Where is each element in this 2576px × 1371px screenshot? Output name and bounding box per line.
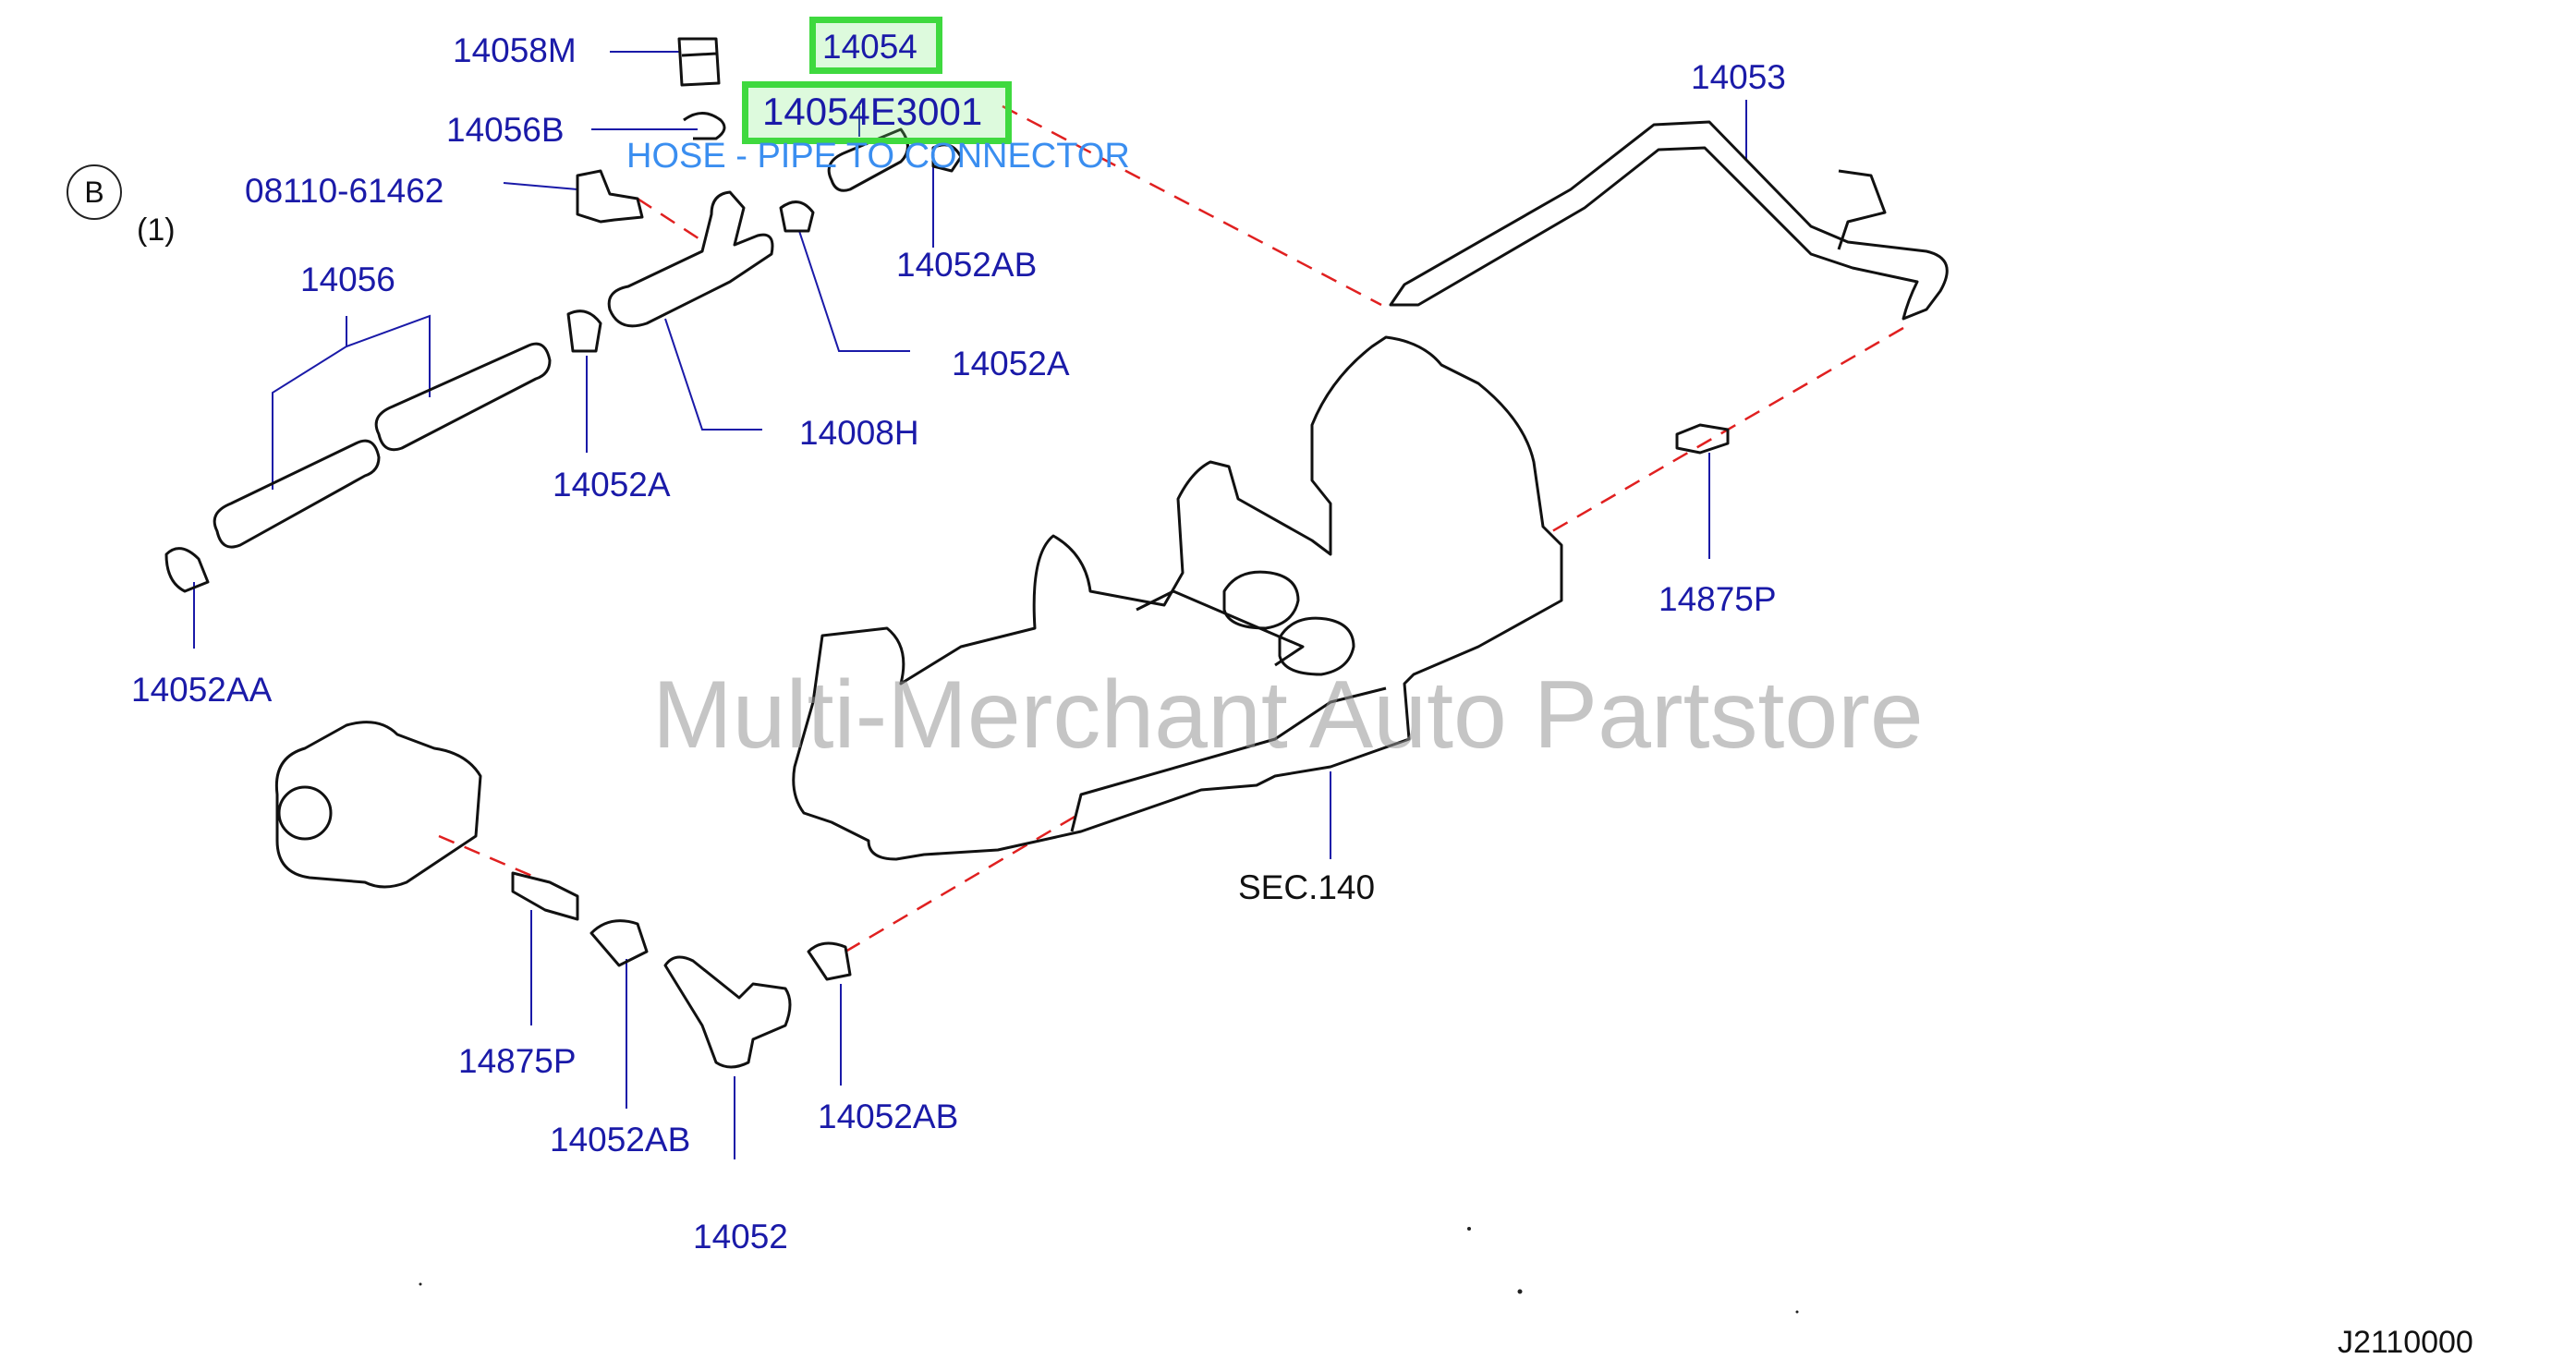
part-outlines bbox=[164, 37, 1949, 1069]
section-reference: SEC.140 bbox=[1238, 868, 1376, 906]
cap-14058M bbox=[677, 37, 721, 87]
leader-lines bbox=[193, 51, 1747, 1159]
view-note: (1) bbox=[137, 212, 176, 248]
intake-manifold bbox=[792, 335, 1563, 861]
watermark: Multi-Merchant Auto Partstore bbox=[652, 661, 1924, 769]
part-description-tooltip: HOSE - PIPE TO CONNECTOR bbox=[626, 137, 1130, 176]
specks bbox=[419, 1227, 1799, 1314]
part-label-14052AB-upper[interactable]: 14052AB bbox=[896, 246, 1038, 284]
sensor-14875P-left bbox=[511, 871, 579, 921]
bolt-08110 bbox=[576, 169, 644, 224]
part-label-14875P-right[interactable]: 14875P bbox=[1659, 580, 1777, 618]
thermostat-outlet bbox=[277, 785, 333, 841]
hose-14052 bbox=[663, 955, 792, 1069]
part-label-08110-61462[interactable]: 08110-61462 bbox=[245, 172, 444, 210]
manifold-port-1 bbox=[1222, 570, 1300, 630]
part-label-14054[interactable]: 14054 bbox=[822, 28, 917, 66]
full-part-number[interactable]: 14054E3001 bbox=[762, 90, 983, 133]
clamp-14052AB-2 bbox=[589, 919, 649, 967]
part-label-14058M[interactable]: 14058M bbox=[453, 31, 577, 69]
thermostat-housing bbox=[274, 721, 482, 889]
part-label-14052A-lower[interactable]: 14052A bbox=[553, 466, 671, 504]
sensor-14875P-right bbox=[1675, 423, 1730, 455]
part-label-14875P-left[interactable]: 14875P bbox=[458, 1042, 577, 1080]
connector-14008H bbox=[607, 190, 774, 328]
bracket-14053 bbox=[1837, 169, 1887, 250]
connection-dashes bbox=[438, 104, 1904, 953]
hose-14054 bbox=[827, 127, 909, 192]
part-label-14056B[interactable]: 14056B bbox=[446, 111, 565, 149]
clamp-14052AA bbox=[164, 547, 210, 593]
highlight-box-14054E3001[interactable] bbox=[742, 81, 1012, 144]
part-label-14008H[interactable]: 14008H bbox=[799, 414, 919, 452]
part-label-14053[interactable]: 14053 bbox=[1691, 58, 1786, 96]
part-label-14052AA[interactable]: 14052AA bbox=[131, 671, 273, 709]
clamp-14052AB-3 bbox=[807, 941, 852, 981]
view-marker: B bbox=[67, 164, 122, 220]
hose-14056-left bbox=[213, 439, 381, 549]
hose-14056-right bbox=[374, 342, 552, 452]
diagram-code: J2110000 bbox=[2338, 1325, 2473, 1360]
part-label-14052A-upper[interactable]: 14052A bbox=[952, 345, 1070, 382]
clamp-14052A-1 bbox=[566, 309, 602, 353]
part-label-14052AB-left[interactable]: 14052AB bbox=[550, 1121, 691, 1159]
part-label-14056[interactable]: 14056 bbox=[300, 261, 395, 298]
part-label-14052[interactable]: 14052 bbox=[693, 1218, 788, 1256]
pipe-14053 bbox=[1389, 120, 1949, 321]
clamp-14052AB-1 bbox=[931, 143, 963, 173]
manifold-port-2 bbox=[1278, 616, 1355, 676]
highlight-box-14054[interactable] bbox=[809, 17, 942, 74]
part-label-14052AB-right[interactable]: 14052AB bbox=[818, 1098, 959, 1135]
clip-14056B bbox=[683, 112, 726, 140]
clamp-14052A-2 bbox=[779, 200, 815, 233]
